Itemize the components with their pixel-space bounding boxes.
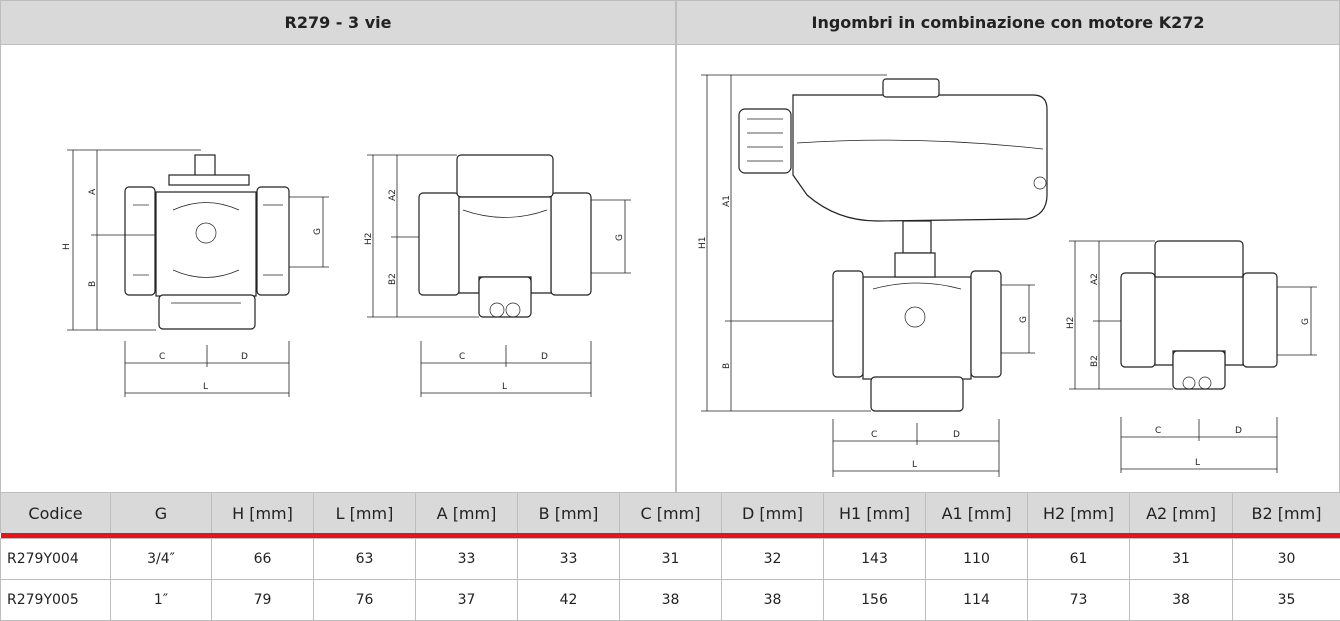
dim-label-c-motor: C [871,430,877,440]
cell-b: 42 [518,580,620,621]
cell-codice: R279Y004 [1,539,111,580]
cell-d: 38 [722,580,824,621]
col-header-d: D [mm] [722,493,824,533]
cell-a1: 114 [926,580,1028,621]
valve-technical-drawing: H A B G C D L [1,45,677,493]
cell-g: 1″ [111,580,212,621]
dim-label-l-front: L [203,382,208,392]
dim-label-a2-right: A2 [1090,273,1100,285]
drawing-panel-motor: H1 A1 B G C D L [676,45,1340,493]
dim-label-g-right: G [1301,318,1311,325]
col-header-h: H [mm] [212,493,314,533]
col-header-codice: Codice [1,493,111,533]
cell-d: 32 [722,539,824,580]
cell-b2: 35 [1233,580,1340,621]
cell-a2: 31 [1130,539,1233,580]
motor-k272-drawing [739,79,1047,253]
col-header-l: L [mm] [314,493,416,533]
dim-label-h2-left: H2 [364,233,374,246]
drawing-panel-valve: H A B G C D L [0,45,676,493]
col-header-a1: A1 [mm] [926,493,1028,533]
dim-label-h2-right: H2 [1066,317,1076,330]
col-header-h1: H1 [mm] [824,493,926,533]
cell-h1: 156 [824,580,926,621]
dim-label-c-side: C [459,352,465,362]
header-motor-combination: Ingombri in combinazione con motore K272 [676,0,1340,45]
col-header-b: B [mm] [518,493,620,533]
dim-label-b-motor: B [722,363,732,369]
valve-side-view [419,155,591,317]
dim-label-g-side: G [615,234,625,241]
col-header-a2: A2 [mm] [1130,493,1233,533]
dim-label-b2-left: B2 [388,273,398,285]
dim-label-h: H [62,243,72,250]
cell-c: 31 [620,539,722,580]
cell-b: 33 [518,539,620,580]
dim-label-b: B [88,281,98,287]
col-header-b2: B2 [mm] [1233,493,1340,533]
table-row: R279Y005 1″ 79 76 37 42 38 38 156 114 73… [1,580,1340,621]
dim-label-h1: H1 [698,237,708,250]
dim-label-l-right: L [1195,458,1200,468]
dim-label-a1: A1 [722,195,732,207]
valve-side-view-small [1121,241,1277,389]
cell-a: 33 [416,539,518,580]
dim-label-g-front: G [313,228,323,235]
cell-l: 63 [314,539,416,580]
motor-technical-drawing: H1 A1 B G C D L [677,45,1340,493]
table-header-row: Codice G H [mm] L [mm] A [mm] B [mm] C [… [1,493,1340,533]
table-row: R279Y004 3/4″ 66 63 33 33 31 32 143 110 … [1,539,1340,580]
cell-c: 38 [620,580,722,621]
cell-a2: 38 [1130,580,1233,621]
cell-h: 79 [212,580,314,621]
dim-label-d-side: D [541,352,548,362]
valve-under-motor [833,253,1001,411]
dim-label-l-side: L [502,382,507,392]
cell-h: 66 [212,539,314,580]
col-header-a: A [mm] [416,493,518,533]
dim-label-c-right: C [1155,426,1161,436]
cell-h2: 61 [1028,539,1130,580]
cell-g: 3/4″ [111,539,212,580]
cell-a: 37 [416,580,518,621]
valve-front-view [125,155,289,329]
dim-label-l-motor: L [912,460,917,470]
dim-label-b2-right: B2 [1090,355,1100,367]
col-header-g: G [111,493,212,533]
col-header-c: C [mm] [620,493,722,533]
cell-l: 76 [314,580,416,621]
col-header-h2: H2 [mm] [1028,493,1130,533]
cell-b2: 30 [1233,539,1340,580]
cell-h2: 73 [1028,580,1130,621]
dim-label-a2-left: A2 [388,189,398,201]
dim-label-c-front: C [159,352,165,362]
cell-codice: R279Y005 [1,580,111,621]
cell-h1: 143 [824,539,926,580]
dim-label-a: A [88,188,98,195]
header-r279-3-vie: R279 - 3 vie [0,0,676,45]
cell-a1: 110 [926,539,1028,580]
dim-label-d-right: D [1235,426,1242,436]
dimensions-table: Codice G H [mm] L [mm] A [mm] B [mm] C [… [0,493,1340,621]
dim-label-d-motor: D [953,430,960,440]
dim-label-d-front: D [241,352,248,362]
dim-label-g-motor: G [1019,316,1029,323]
